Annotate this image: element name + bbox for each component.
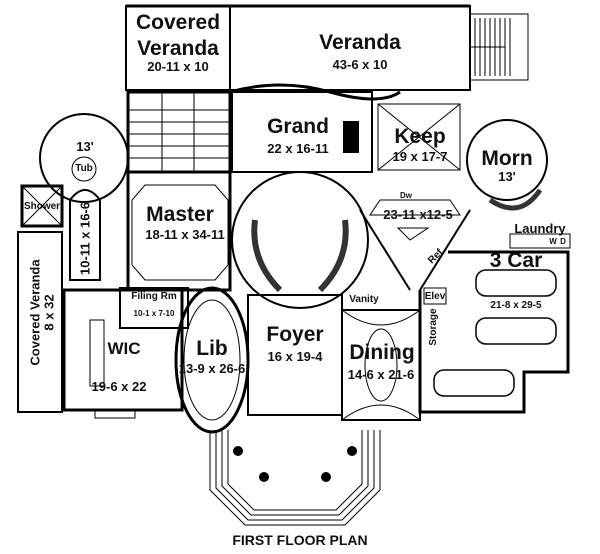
shower-label: Shower bbox=[23, 201, 61, 212]
keep-size: 19 x 17-7 bbox=[392, 149, 448, 164]
elev-outline bbox=[423, 287, 447, 305]
library-label: Lib bbox=[196, 337, 228, 360]
right-spiral-stair bbox=[317, 219, 349, 293]
kitchen-size: 23-11 x12-5 bbox=[383, 207, 453, 222]
dryer-label: D bbox=[560, 237, 566, 246]
laundry-outline bbox=[509, 233, 571, 249]
washer-label: W bbox=[549, 237, 557, 246]
covered-veranda-top-label: Covered bbox=[135, 11, 221, 34]
plan-title: FIRST FLOOR PLAN bbox=[232, 532, 368, 548]
morn-size: 13' bbox=[498, 169, 516, 184]
morn-label: Morn bbox=[481, 147, 533, 170]
garage-label: 3 Car bbox=[489, 249, 543, 272]
master-label: Master bbox=[146, 203, 214, 226]
master-stair-area bbox=[126, 90, 232, 174]
covered-veranda-side-outline bbox=[17, 231, 63, 413]
tub-label: Tub bbox=[75, 163, 93, 174]
wic-size: 19-6 x 22 bbox=[91, 379, 147, 394]
vanity-label: Vanity bbox=[349, 294, 379, 305]
laundry-label: Laundry bbox=[514, 221, 566, 236]
wic-label: WIC bbox=[107, 339, 141, 358]
keep-outline bbox=[377, 103, 461, 171]
front-porch bbox=[209, 430, 381, 526]
veranda-label: Veranda bbox=[319, 31, 401, 54]
shower-outline bbox=[20, 184, 64, 228]
morn-outline bbox=[466, 119, 548, 201]
bath-hall-size: 10-11 x 16-6 bbox=[77, 202, 93, 276]
foyer-size: 16 x 19-4 bbox=[267, 349, 323, 364]
filing-room-label: Filing Rm bbox=[131, 291, 177, 302]
covered-veranda-side-size: 8 x 32 bbox=[41, 294, 57, 331]
covered-veranda-side-label: Covered Veranda bbox=[27, 259, 43, 366]
veranda-size: 43-6 x 10 bbox=[332, 57, 388, 72]
grand-outline bbox=[231, 91, 373, 173]
foyer-label: Foyer bbox=[266, 323, 324, 346]
kitchen-island-outline bbox=[369, 199, 461, 216]
dining-outline bbox=[341, 309, 421, 421]
round-bath-size: 13' bbox=[76, 139, 94, 154]
dw-label: Dw bbox=[400, 191, 412, 200]
filing-room-size: 10-1 x 7-10 bbox=[133, 309, 175, 318]
covered-veranda-top-label-2: Veranda bbox=[137, 37, 219, 60]
storage-label: Storage bbox=[428, 308, 439, 346]
rear-stairs bbox=[469, 13, 529, 81]
car-1 bbox=[475, 269, 557, 297]
master-size: 18-11 x 34-11 bbox=[145, 227, 225, 242]
elev-label: Elev bbox=[424, 291, 446, 302]
grand-label: Grand bbox=[267, 115, 329, 138]
porch-columns bbox=[233, 446, 357, 482]
keep-label: Keep bbox=[394, 125, 446, 148]
grand-size: 22 x 16-11 bbox=[267, 141, 329, 156]
tub-outline bbox=[71, 156, 97, 182]
left-spiral-stair bbox=[251, 219, 283, 293]
dining-size: 14-6 x 21-6 bbox=[347, 367, 415, 382]
garage-outline bbox=[418, 250, 570, 414]
dining-label: Dining bbox=[349, 341, 415, 364]
garage-size: 21-8 x 29-5 bbox=[490, 300, 542, 311]
car-3 bbox=[433, 369, 515, 397]
covered-veranda-top-size: 20-11 x 10 bbox=[147, 59, 209, 74]
round-bath-outline bbox=[39, 113, 129, 203]
library-size: 13-9 x 26-6 bbox=[178, 361, 246, 376]
fireplace bbox=[343, 121, 359, 153]
car-2 bbox=[475, 317, 557, 345]
